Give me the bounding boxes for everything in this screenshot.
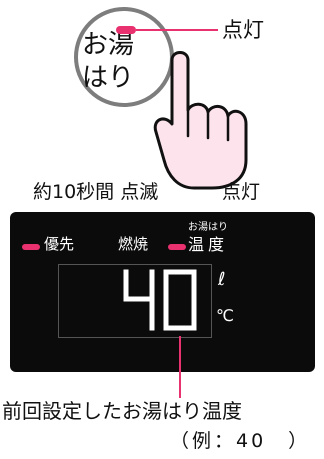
- display-window: [58, 264, 212, 338]
- remote-display-panel: [10, 212, 315, 372]
- example-caption: （例：40 ）: [170, 430, 311, 452]
- leader-line-bottom: [179, 336, 181, 398]
- digit-0: [163, 269, 197, 331]
- priority-label: 優先: [44, 235, 75, 253]
- bath-fill-button-label-line1: お湯: [82, 30, 135, 60]
- leader-line-top: [136, 29, 218, 31]
- combustion-label: 燃焼: [118, 235, 149, 253]
- blink-label: 約10秒間 点滅: [33, 181, 159, 203]
- bath-fill-button[interactable]: [74, 7, 174, 107]
- priority-lamp: [22, 244, 40, 250]
- button-indicator-lamp: [116, 26, 136, 34]
- lit-label: 点灯: [222, 181, 261, 203]
- seven-segment-readout: [123, 269, 197, 331]
- digit-4: [123, 269, 155, 331]
- liter-unit: ℓ: [218, 269, 226, 290]
- bath-fill-button-label-line2: はり: [82, 63, 135, 93]
- celsius-unit: ℃: [216, 306, 234, 325]
- bath-fill-small-label: お湯はり: [188, 222, 228, 233]
- temperature-label: 温度: [188, 235, 229, 254]
- pointing-hand-icon: [153, 51, 248, 190]
- temperature-lamp: [168, 244, 186, 250]
- previous-temperature-caption: 前回設定したお湯はり温度: [2, 399, 242, 423]
- lit-label-top: 点灯: [222, 18, 264, 42]
